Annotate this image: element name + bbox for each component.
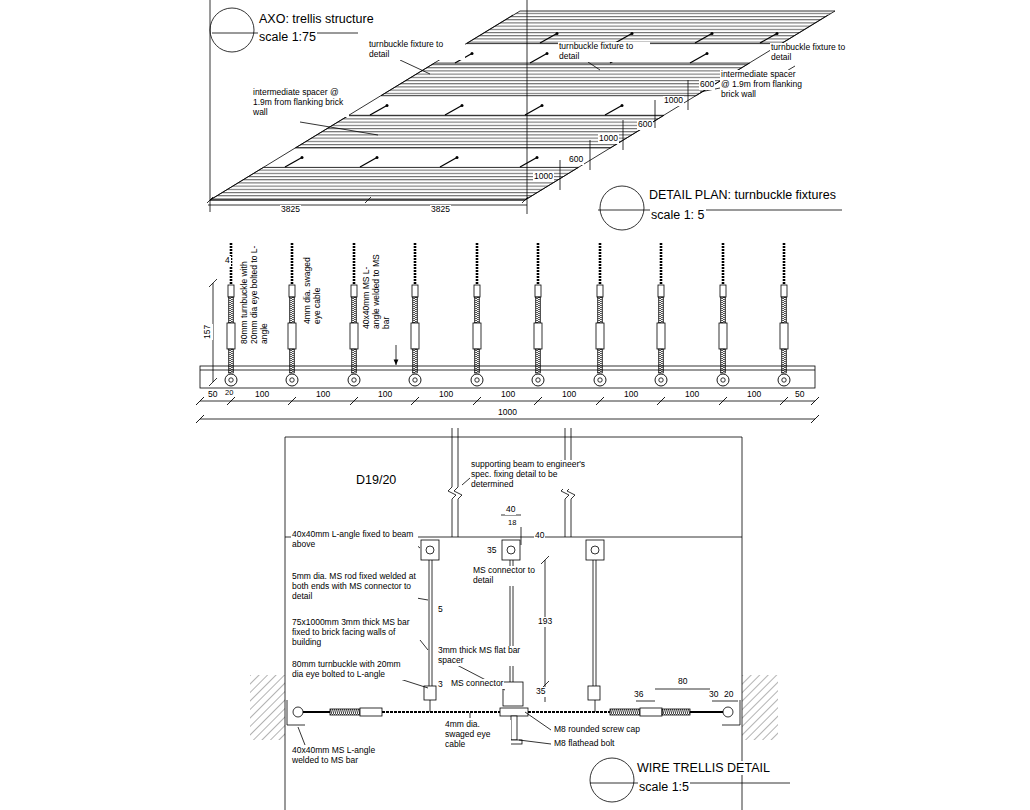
dimension-label: 100: [746, 390, 762, 400]
annotation-note: 40x40mm MS L-angle welded to MS bar: [291, 746, 403, 766]
dimension-label: 4: [224, 256, 231, 266]
title-label: scale 1:5: [638, 780, 690, 794]
title-label: D19/20: [355, 473, 397, 487]
dimension-label: 5: [437, 605, 444, 615]
dimension-label: 80: [677, 677, 688, 687]
dimension-label: 20: [224, 389, 234, 398]
dimension-label: 40: [505, 505, 516, 515]
annotation-note: 80mm turnbuckle with 20mm dia eye bolted…: [291, 660, 413, 680]
annotation-note: turnbuckle fixture to detail: [368, 40, 465, 60]
annotation-note: turnbuckle fixture to detail: [558, 42, 650, 62]
title-label: DETAIL PLAN: turnbuckle fixtures: [648, 188, 837, 202]
annotation-note: M8 rounded screw cap: [553, 725, 641, 735]
annotation-note: turnbuckle fixture to detail: [770, 43, 867, 63]
dimension-label: 30: [708, 690, 719, 700]
dimension-label: 36: [633, 690, 644, 700]
dimension-label: 50: [794, 390, 805, 400]
dimension-label: 157: [203, 324, 213, 340]
annotation-note: 40x40mm MS L-angle welded to MS bar: [362, 248, 391, 330]
dimension-label: 193: [537, 617, 553, 627]
annotation-note: MS connector: [450, 679, 504, 689]
dimension-label: 1000: [497, 408, 518, 418]
dimension-label: 100: [500, 390, 516, 400]
dimension-label: 600: [699, 80, 715, 90]
annotation-note: 40x40mm L-angle fixed to beam above: [291, 530, 418, 550]
dimension-label: 1000: [598, 134, 619, 144]
annotation-note: 80mm turnbuckle with 20mm dia eye bolted…: [240, 238, 269, 345]
dimension-label: 100: [315, 390, 331, 400]
annotation-note: MS connector to detail: [472, 566, 544, 586]
dimension-label: 100: [438, 390, 454, 400]
annotation-note: supporting beam to engineer's spec. fixi…: [470, 460, 592, 489]
title-label: AXO: trellis structure: [258, 12, 375, 26]
dimension-label: 40: [534, 531, 545, 541]
dimension-label: 20: [723, 690, 734, 700]
dimension-label: 100: [561, 390, 577, 400]
dimension-label: 3825: [430, 205, 451, 215]
annotation-note: intermediate spacer @ 1.9m from flanking…: [720, 70, 807, 99]
annotation-note: 75x1000mm 3mm thick MS bar fixed to bric…: [291, 618, 418, 647]
annotation-note: intermediate spacer @ 1.9m from flanking…: [252, 88, 349, 117]
title-label: scale 1:75: [258, 30, 317, 44]
annotation-note: 4mm dia. swaged eye cable: [303, 248, 323, 325]
dimension-label: 35: [535, 687, 546, 697]
dimension-label: 18: [507, 519, 517, 528]
annotation-note: 5mm dia. MS rod fixed welded at both end…: [291, 572, 418, 601]
dimension-label: 100: [684, 390, 700, 400]
dimension-label: 100: [254, 390, 270, 400]
title-label: scale 1: 5: [650, 208, 706, 222]
annotation-note: 4mm dia. swaged eye cable: [444, 720, 511, 749]
annotation-note: 3mm thick MS flat bar spacer: [437, 646, 524, 666]
dimension-label: 35: [486, 546, 497, 556]
dimension-label: 3: [437, 680, 444, 690]
dimension-label: 50: [207, 390, 218, 400]
dimension-label: 100: [377, 390, 393, 400]
dimension-label: 1000: [663, 96, 684, 106]
dimension-label: 600: [637, 120, 653, 130]
annotation-note: M8 flathead bolt: [553, 739, 615, 749]
dimension-label: 1000: [533, 172, 554, 182]
dimension-label: 600: [568, 155, 584, 165]
dimension-label: 3825: [280, 205, 301, 215]
dimension-label: 100: [623, 390, 639, 400]
title-label: WIRE TRELLIS DETAIL: [636, 761, 771, 775]
